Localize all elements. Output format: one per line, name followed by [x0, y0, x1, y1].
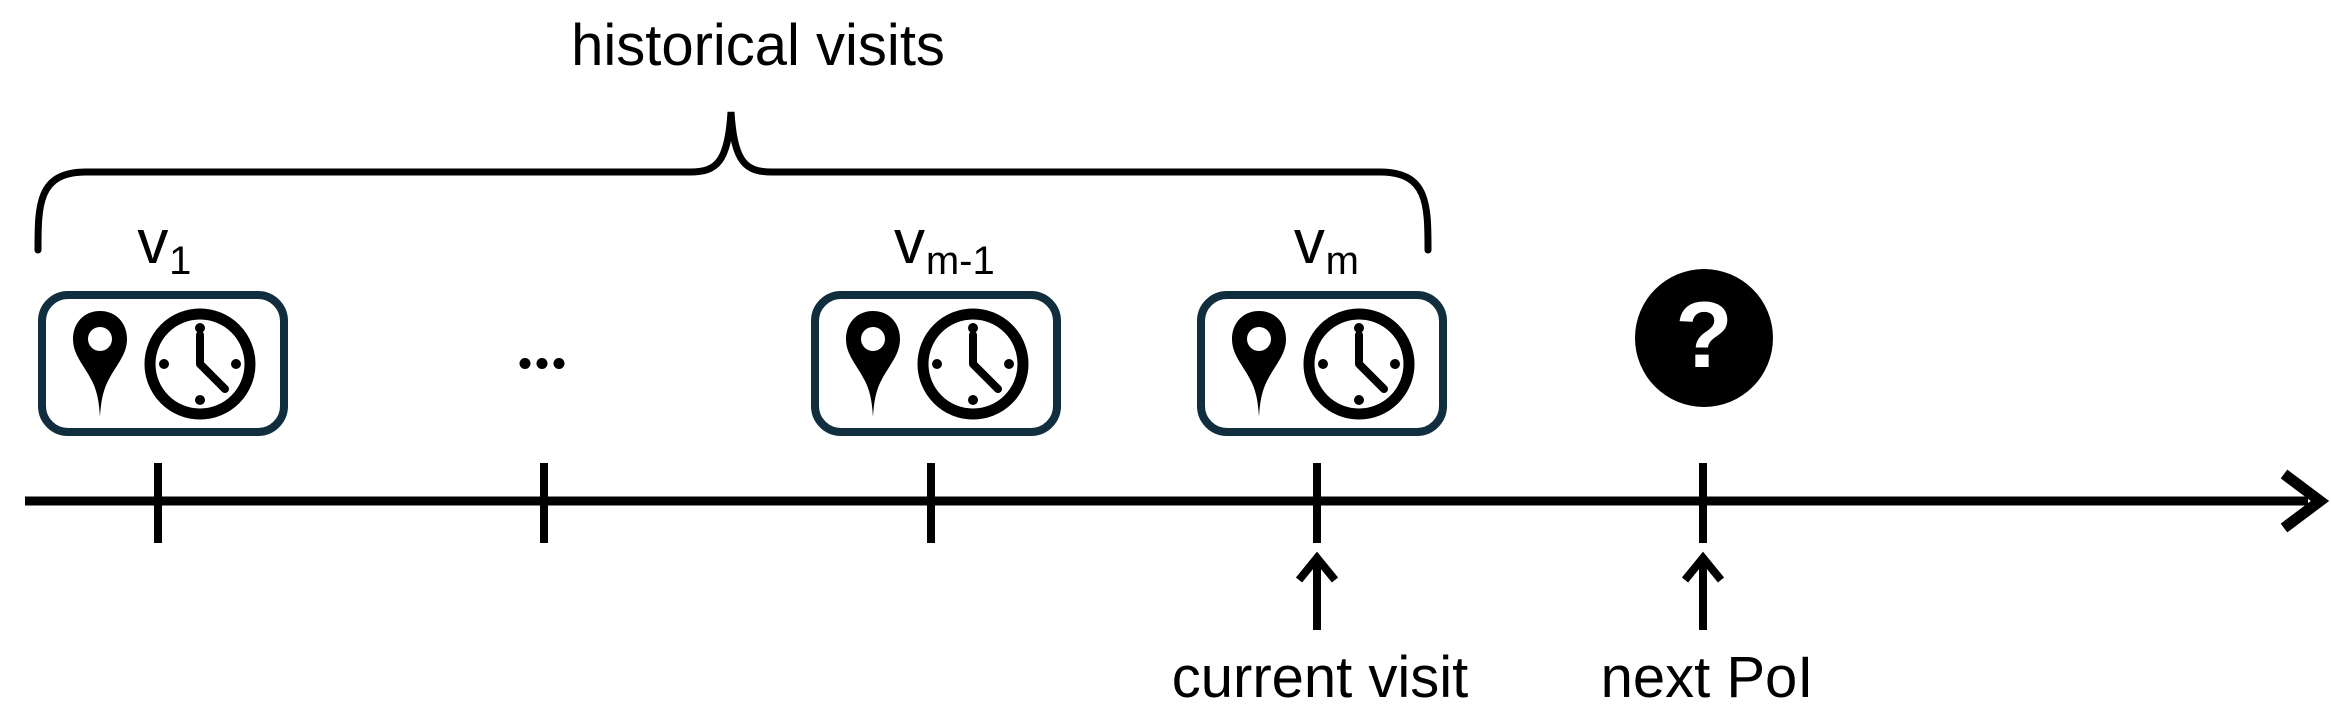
clock-icon	[1303, 308, 1415, 419]
clock-icon	[144, 308, 256, 419]
visit-label-v1: v1	[137, 212, 191, 282]
visit-label-vm-1: vm-1	[894, 212, 995, 282]
visit-label-base: v	[137, 208, 169, 277]
visit-label-base: v	[894, 208, 926, 277]
visit-box-vm-1	[811, 291, 1061, 436]
brace-icon	[34, 111, 1432, 254]
question-mark-icon: ?	[1635, 269, 1773, 407]
visit-label-subscript: m	[1325, 239, 1359, 284]
question-glyph: ?	[1675, 282, 1733, 387]
up-arrow-icon	[1681, 551, 1725, 630]
visit-label-subscript: 1	[169, 239, 192, 284]
next-poi-label: next PoI	[1600, 645, 1814, 710]
ellipsis-dot	[519, 358, 531, 369]
right-arrow-icon	[2280, 469, 2330, 533]
visit-box-v1	[38, 291, 288, 436]
visit-label-vm: vm	[1294, 212, 1359, 282]
current-visit-label: current visit	[1171, 645, 1469, 710]
location-pin-icon	[73, 310, 127, 417]
ellipsis	[519, 358, 565, 369]
clock-icon	[917, 308, 1029, 419]
location-pin-icon	[846, 310, 900, 417]
location-pin-icon	[1232, 310, 1286, 417]
visit-label-base: v	[1293, 208, 1325, 277]
historical-visits-label: historical visits	[571, 13, 945, 78]
timeline-axis	[25, 463, 2330, 543]
visit-box-vm	[1197, 291, 1447, 436]
ellipsis-dot	[536, 358, 548, 369]
visit-label-subscript: m-1	[925, 239, 995, 284]
up-arrow-icon	[1295, 551, 1339, 630]
ellipsis-dot	[553, 358, 565, 369]
